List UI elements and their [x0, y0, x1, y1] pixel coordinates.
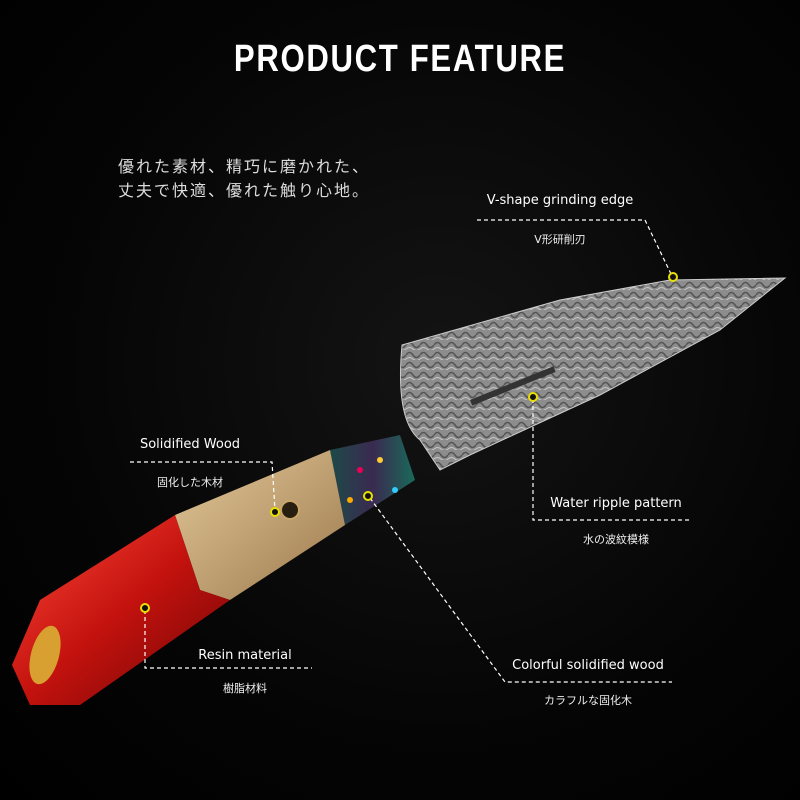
callout-solidified-wood-jp: 固化した木材 — [157, 476, 223, 489]
intro-line: 丈夫で快適、優れた触り心地。 — [118, 181, 371, 200]
callout-dot — [668, 272, 678, 282]
colorful-wood-section — [330, 435, 415, 525]
intro-line: 優れた素材、精巧に磨かれた、 — [118, 157, 371, 176]
callout-colorful-wood-jp: カラフルな固化木 — [544, 694, 632, 707]
page-title: PRODUCT FEATURE — [233, 38, 567, 80]
callout-dot — [270, 507, 280, 517]
callout-solidified-wood-label: Solidified Wood — [139, 437, 241, 452]
callout-water-ripple-label: Water ripple pattern — [550, 496, 682, 511]
callout-dot — [363, 491, 373, 501]
callout-dot — [528, 392, 538, 402]
blade — [400, 277, 787, 471]
callout-dot — [140, 603, 150, 613]
callout-resin-label: Resin material — [198, 648, 292, 663]
callout-colorful-wood-label: Colorful solidified wood — [512, 658, 664, 673]
wood-section — [175, 450, 345, 600]
callout-resin-jp: 樹脂材料 — [223, 682, 267, 695]
resin-section — [12, 515, 230, 705]
callout-water-ripple-jp: 水の波紋模様 — [583, 533, 649, 546]
callout-v-edge-jp: V形研削刃 — [534, 233, 586, 246]
callout-v-edge-label: V-shape grinding edge — [486, 193, 634, 208]
